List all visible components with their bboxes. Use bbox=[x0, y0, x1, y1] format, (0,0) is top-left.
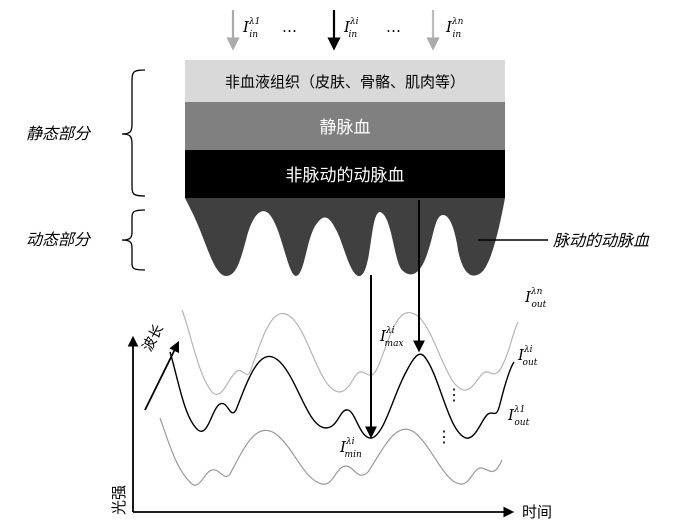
vertical-dots-lower: ⋮ bbox=[436, 427, 452, 446]
tissue-layer bbox=[185, 60, 505, 102]
incident-ellipsis-left: … bbox=[282, 18, 297, 36]
static-part-label: 静态部分 bbox=[26, 124, 92, 143]
venous-layer bbox=[185, 102, 505, 150]
wavelength-label: 波长 bbox=[140, 322, 167, 354]
pulsatile-arterial-layer bbox=[185, 198, 505, 277]
waveform-lambda-i bbox=[169, 351, 515, 439]
vertical-dots-upper: ⋮ bbox=[446, 385, 462, 404]
pulsatile-arterial-label: 脉动的动脉血 bbox=[553, 231, 650, 250]
arterial-static-label: 非脉动的动脉血 bbox=[286, 166, 405, 186]
y-axis-label: 光强 bbox=[110, 485, 128, 515]
tissue-layer-label: 非血液组织（皮肤、骨骼、肌肉等） bbox=[225, 73, 465, 91]
wavelength-arrow bbox=[144, 341, 180, 411]
dynamic-part-label: 动态部分 bbox=[26, 230, 92, 249]
dynamic-part-brace bbox=[121, 209, 146, 271]
waveform-lambda-1 bbox=[159, 417, 503, 486]
venous-layer-label: 静脉血 bbox=[320, 118, 371, 138]
waveform-lambda-n bbox=[181, 309, 519, 395]
static-part-brace bbox=[121, 69, 146, 197]
x-axis-label: 时间 bbox=[522, 503, 552, 521]
incident-ellipsis-right: … bbox=[386, 18, 401, 36]
arterial-static-layer bbox=[185, 150, 505, 198]
